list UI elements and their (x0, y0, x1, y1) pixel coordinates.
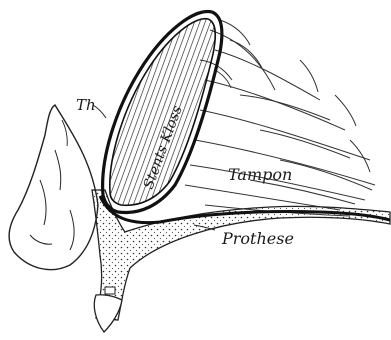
th-label: Th (76, 96, 96, 114)
tampon-label: Tampon (228, 165, 292, 184)
prothese-label: Prothese (221, 229, 294, 248)
stents-kloss (110, 19, 215, 206)
bone-fragment (9, 105, 98, 270)
